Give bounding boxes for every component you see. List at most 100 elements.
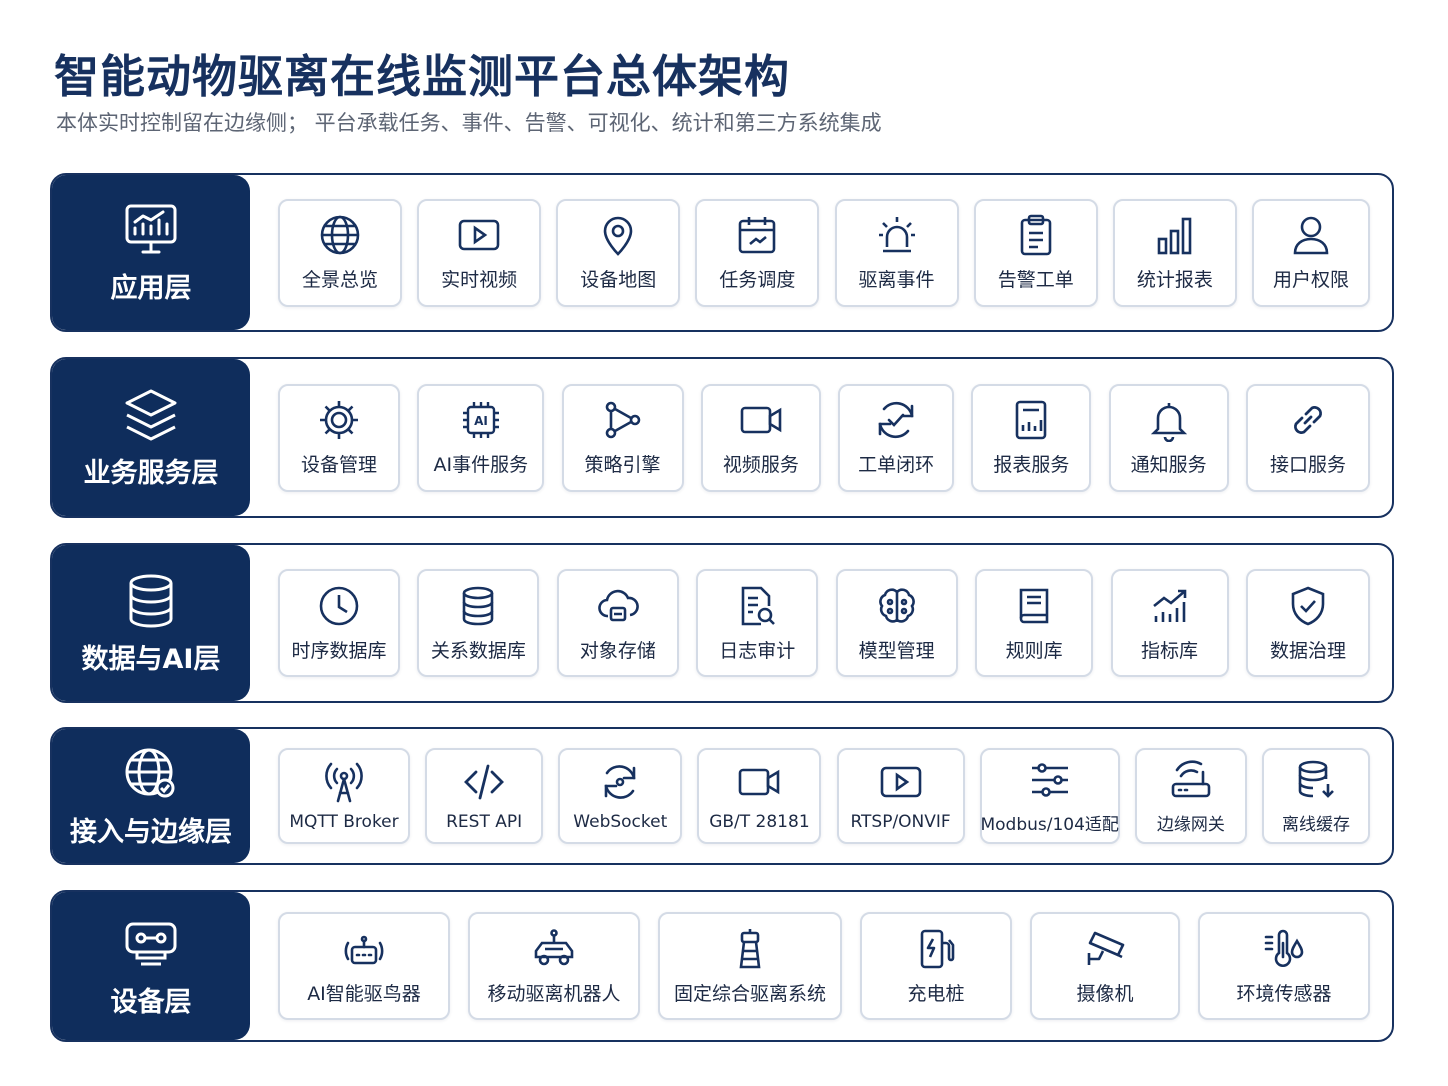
- card-label: 边缘网关: [1156, 814, 1225, 835]
- layer-items: 时序数据库 关系数据库 对象存储 日志审计 模型管理 规则库 指标库 数据治理: [278, 545, 1370, 701]
- card-label: 设备地图: [580, 269, 657, 291]
- card-timeseries-db[interactable]: 时序数据库: [278, 569, 400, 677]
- robot-car-icon: [534, 928, 574, 965]
- card-label: 对象存储: [579, 639, 656, 662]
- trend-chart-icon: [1152, 589, 1186, 622]
- card-metric-base[interactable]: 指标库: [1110, 569, 1229, 677]
- card-label: 实时视频: [441, 269, 518, 291]
- card-label: 任务调度: [719, 269, 796, 291]
- shield-check-icon: [1291, 586, 1325, 625]
- link-icon: [1294, 406, 1322, 434]
- card-charging-pile[interactable]: 充电桩: [860, 912, 1012, 1020]
- alarm-light-icon: [878, 217, 915, 253]
- card-label: 固定综合驱离系统: [673, 982, 826, 1005]
- database-download-icon: [1298, 760, 1334, 798]
- card-interface-service[interactable]: 接口服务: [1245, 383, 1370, 492]
- card-rule-base[interactable]: 规则库: [975, 569, 1094, 677]
- dashboard-monitor-icon: [121, 200, 181, 260]
- card-label: 策略引擎: [584, 454, 661, 476]
- bird-repeller-icon: [344, 935, 384, 964]
- card-label: WebSocket: [573, 812, 668, 832]
- card-label: 指标库: [1141, 639, 1199, 662]
- card-camera[interactable]: 摄像机: [1030, 912, 1180, 1020]
- robot-device-icon: [121, 914, 181, 974]
- card-label: REST API: [446, 812, 523, 832]
- card-ai-event-service[interactable]: AI AI事件服务: [417, 383, 545, 492]
- layers-icon: [121, 385, 181, 445]
- card-report-service[interactable]: 报表服务: [971, 383, 1092, 492]
- layer-title: 接入与边缘层: [70, 816, 232, 848]
- layer-items: AI智能驱鸟器 移动驱离机器人 固定综合驱离系统 充电桩 摄像机 环境传感器: [278, 892, 1370, 1040]
- card-rtsp-onvif[interactable]: RTSP/ONVIF: [836, 748, 965, 844]
- layer-header: 设备层: [52, 892, 250, 1040]
- map-pin-icon: [603, 216, 633, 256]
- card-stat-reports[interactable]: 统计报表: [1112, 198, 1237, 307]
- flow-nodes-icon: [605, 401, 640, 439]
- card-fixed-repel-system[interactable]: 固定综合驱离系统: [658, 912, 842, 1020]
- layer-items: MQTT Broker REST API WebSocket GB/T 2818…: [278, 729, 1370, 863]
- card-modbus-adapter[interactable]: Modbus/104适配: [979, 748, 1120, 844]
- layer-items: 全景总览 实时视频 设备地图 任务调度 驱离事件 告警工单 统计报表 用户权限: [278, 175, 1370, 330]
- card-object-storage[interactable]: 对象存储: [556, 569, 679, 677]
- card-device-map[interactable]: 设备地图: [556, 198, 681, 307]
- card-device-management[interactable]: 设备管理: [278, 383, 400, 492]
- video-camera-icon: [740, 406, 782, 434]
- card-mobile-robot[interactable]: 移动驱离机器人: [468, 912, 640, 1020]
- play-video-icon: [458, 219, 500, 251]
- router-icon: [1171, 759, 1211, 797]
- layer-title: 业务服务层: [83, 458, 219, 489]
- card-alarm-tickets[interactable]: 告警工单: [973, 198, 1098, 307]
- card-live-video[interactable]: 实时视频: [417, 198, 542, 307]
- layer-application: 应用层 全景总览 实时视频 设备地图 任务调度 驱离事件 告警工单 统计报表: [50, 173, 1394, 332]
- card-label: AI事件服务: [433, 454, 529, 476]
- card-relational-db[interactable]: 关系数据库: [417, 569, 540, 677]
- card-strategy-engine[interactable]: 策略引擎: [561, 383, 684, 492]
- card-label: 统计报表: [1136, 269, 1213, 291]
- card-video-service[interactable]: 视频服务: [700, 383, 821, 492]
- card-log-audit[interactable]: 日志审计: [696, 569, 819, 677]
- card-ticket-loop[interactable]: 工单闭环: [838, 383, 955, 492]
- layer-access-edge: 接入与边缘层 MQTT Broker REST API WebSocket GB…: [50, 727, 1394, 865]
- antenna-icon: [325, 762, 363, 803]
- card-rest-api[interactable]: REST API: [425, 748, 544, 844]
- card-label: AI智能驱鸟器: [307, 982, 421, 1005]
- layer-title: 应用层: [110, 273, 192, 304]
- user-icon: [1293, 216, 1329, 255]
- card-gbt28181[interactable]: GB/T 28181: [697, 748, 822, 844]
- card-model-management[interactable]: 模型管理: [835, 569, 958, 677]
- card-label: 移动驱离机器人: [487, 982, 621, 1005]
- card-data-governance[interactable]: 数据治理: [1245, 569, 1370, 677]
- cycle-check-icon: [878, 401, 914, 439]
- card-label: 摄像机: [1076, 982, 1134, 1005]
- globe-icon: [320, 215, 360, 255]
- sync-icon: [604, 765, 636, 799]
- card-label: 数据治理: [1269, 639, 1346, 662]
- layer-header: 应用层: [52, 175, 250, 330]
- card-env-sensor[interactable]: 环境传感器: [1198, 912, 1370, 1020]
- layer-header: 数据与AI层: [52, 545, 250, 701]
- bell-icon: [1150, 403, 1187, 442]
- card-websocket[interactable]: WebSocket: [558, 748, 683, 844]
- card-notify-service[interactable]: 通知服务: [1108, 383, 1229, 492]
- layer-business-service: 业务服务层 设备管理 AI AI事件服务 策略引擎 视频服务 工单闭环 报表服务: [50, 357, 1394, 518]
- card-label: 驱离事件: [858, 269, 935, 291]
- book-icon: [1019, 588, 1049, 623]
- layer-header: 接入与边缘层: [52, 729, 250, 863]
- card-ai-bird-repeller[interactable]: AI智能驱鸟器: [278, 912, 450, 1020]
- svg-text:AI: AI: [474, 414, 488, 428]
- card-panorama[interactable]: 全景总览: [278, 198, 402, 307]
- card-repel-events[interactable]: 驱离事件: [834, 198, 959, 307]
- card-user-permission[interactable]: 用户权限: [1251, 198, 1370, 307]
- card-label: 离线缓存: [1281, 814, 1350, 835]
- card-task-schedule[interactable]: 任务调度: [695, 198, 820, 307]
- card-offline-cache[interactable]: 离线缓存: [1261, 748, 1370, 844]
- card-edge-gateway[interactable]: 边缘网关: [1134, 748, 1247, 844]
- layer-title: 数据与AI层: [81, 643, 221, 675]
- card-label: 模型管理: [858, 639, 935, 662]
- card-label: 环境传感器: [1236, 982, 1332, 1005]
- card-label: RTSP/ONVIF: [850, 812, 951, 832]
- card-label: 通知服务: [1130, 454, 1207, 476]
- card-label: 接口服务: [1269, 454, 1346, 476]
- gear-icon: [320, 401, 358, 439]
- card-mqtt-broker[interactable]: MQTT Broker: [278, 748, 410, 844]
